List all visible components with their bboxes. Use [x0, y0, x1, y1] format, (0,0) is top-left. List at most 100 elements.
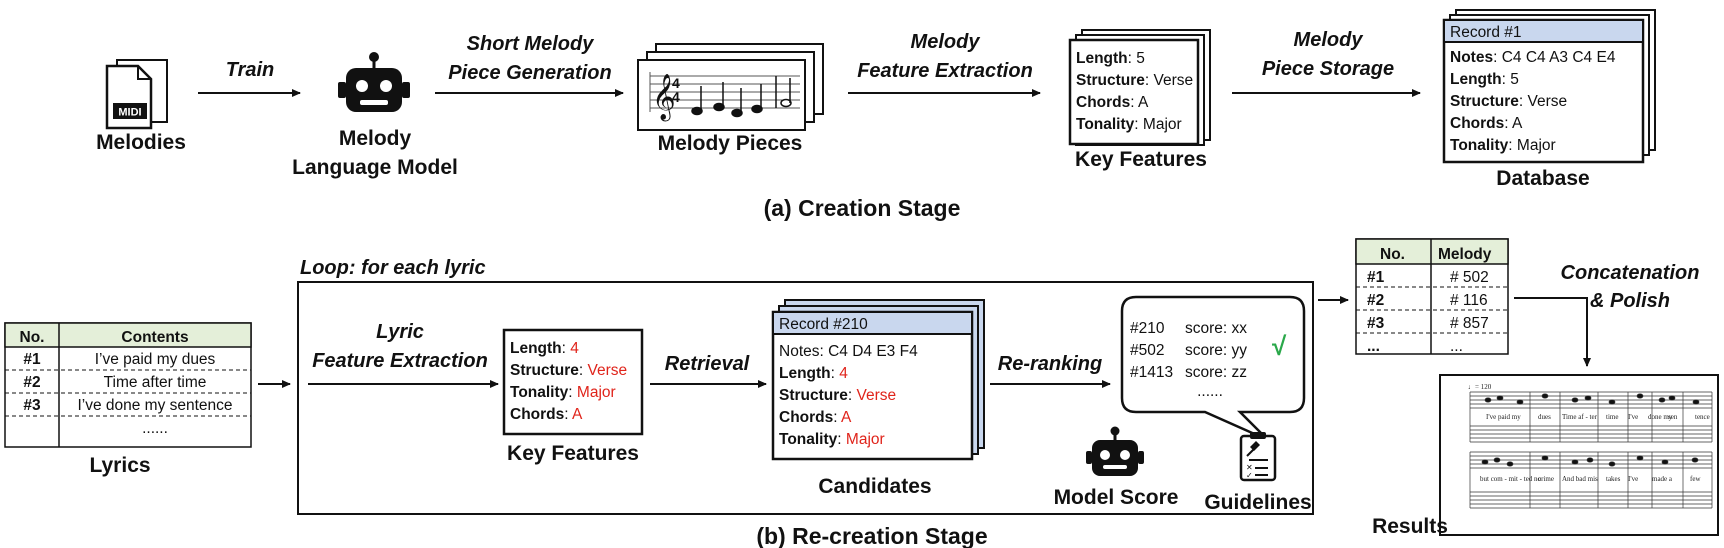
candidate-field-2: Chords: A [779, 409, 852, 426]
candidate-notes: Notes: C4 D4 E3 F4 [779, 343, 918, 360]
concat-label-1: Concatenation [1561, 262, 1700, 284]
check-mark-icon: √ [1272, 331, 1287, 361]
score-lyric-1-5: done my [1648, 413, 1673, 421]
score-note [1608, 399, 1616, 405]
score-note [1481, 459, 1489, 465]
stage-b-caption: (b) Re-creation Stage [756, 523, 987, 548]
lyrics-row-content: ...... [142, 420, 168, 437]
result-row-no: #2 [1367, 292, 1384, 309]
result-row-melody: # 116 [1450, 292, 1488, 309]
generation-label-2: Piece Generation [448, 62, 611, 84]
score-note [1691, 457, 1699, 463]
score-lyric-1-3: time [1606, 413, 1618, 421]
lyrics-row-no: #1 [23, 351, 41, 368]
pieces-label: Melody Pieces [658, 132, 803, 155]
lyrics-header-no: No. [20, 329, 45, 346]
score-note [1506, 461, 1514, 467]
score-lyric-1-1: dues [1538, 413, 1551, 421]
score-note [1636, 393, 1644, 399]
score-tempo: ♩= 120 [1468, 383, 1492, 391]
lm-label-1: Melody [339, 127, 412, 150]
score-value-1: score: yy [1185, 342, 1247, 359]
reranking-speech-bubble [1120, 295, 1306, 442]
svg-text:✓: ✓ [1246, 471, 1253, 480]
score-note [1484, 397, 1492, 403]
candidate-field-0: Length: 4 [779, 365, 848, 382]
result-table: No.Melody#1# 502#2# 116#3# 857...... [1355, 238, 1509, 355]
score-note [1636, 455, 1644, 461]
key-feature-a-1: Structure: Verse [1076, 72, 1193, 89]
key-feature-a-0: Length: 5 [1076, 50, 1145, 67]
score-note [1541, 455, 1549, 461]
score-lyric-2-4: I've [1628, 475, 1638, 483]
key-feature-b-0: Length: 4 [510, 340, 579, 357]
score-note [1571, 459, 1579, 465]
results-label: Results [1372, 515, 1448, 538]
key-feature-b-2: Tonality: Major [510, 384, 616, 401]
result-row-melody: ... [1450, 338, 1463, 355]
robot-icon [338, 52, 410, 112]
lyric-extract-label-2: Feature Extraction [312, 350, 488, 372]
score-note [1493, 457, 1501, 463]
score-note [1584, 395, 1592, 401]
score-note [1586, 457, 1594, 463]
midi-text: MIDI [118, 107, 141, 119]
stage-a-caption: (a) Creation Stage [764, 195, 961, 221]
lm-label-2: Language Model [292, 156, 458, 179]
model-score-robot-icon [1086, 426, 1144, 476]
key-features-label-b: Key Features [507, 442, 639, 465]
model-score-label: Model Score [1054, 486, 1179, 509]
record-field-3: Chords: A [1450, 115, 1523, 132]
score-note [1496, 395, 1504, 401]
result-row-melody: # 857 [1450, 315, 1489, 332]
storage-label-2: Piece Storage [1262, 58, 1394, 80]
retrieval-label: Retrieval [665, 353, 750, 375]
loop-box [297, 281, 1314, 515]
guidelines-clipboard-icon: ✕ ✓ [1239, 432, 1277, 482]
record-field-4: Tonality: Major [1450, 137, 1556, 154]
score-value-0: score: xx [1185, 320, 1247, 337]
lyrics-row-content: I’ve paid my dues [95, 351, 216, 368]
key-feature-a-2: Chords: A [1076, 94, 1149, 111]
extract-label-2: Feature Extraction [857, 60, 1033, 82]
candidates-label: Candidates [818, 475, 931, 498]
svg-text:4: 4 [672, 89, 680, 105]
record-field-0: Notes: C4 C4 A3 C4 E4 [1450, 49, 1616, 66]
score-lyric-1-4: I've [1628, 413, 1638, 421]
result-row-no: #1 [1367, 269, 1385, 286]
melodies-label: Melodies [96, 131, 186, 154]
key-features-card-b [502, 328, 644, 436]
generation-label-1: Short Melody [467, 33, 595, 55]
train-label: Train [226, 59, 275, 81]
score-lyric-2-1: crime [1538, 475, 1554, 483]
extract-label-1: Melody [911, 31, 981, 53]
score-lyric-1-7: tence [1695, 413, 1710, 421]
midi-file-icon: MIDI [105, 59, 168, 130]
key-feature-b-1: Structure: Verse [510, 362, 627, 379]
score-note [1692, 399, 1700, 405]
lyrics-row-content: Time after time [104, 374, 207, 391]
score-lyric-2-6: few [1690, 475, 1701, 483]
lyrics-label: Lyrics [89, 454, 150, 477]
treble-clef-icon: 𝄞 [652, 74, 676, 122]
record-field-2: Structure: Verse [1450, 93, 1567, 110]
record-field-1: Length: 5 [1450, 71, 1519, 88]
result-row-no: ... [1367, 338, 1380, 355]
score-note [1668, 395, 1676, 401]
score-id-0: #210 [1130, 320, 1165, 337]
lyrics-row-no: #2 [23, 374, 40, 391]
database-label: Database [1496, 167, 1589, 190]
result-header-no: No. [1380, 246, 1405, 263]
candidate-field-3: Tonality: Major [779, 431, 885, 448]
storage-label-1: Melody [1294, 29, 1364, 51]
key-feature-a-3: Tonality: Major [1076, 116, 1182, 133]
result-header-melody: Melody [1438, 246, 1492, 263]
key-features-label-a: Key Features [1075, 148, 1207, 171]
candidate-record-card: Record #210 Notes: C4 D4 E3 F4 Length: 4… [771, 299, 985, 461]
svg-text:✕: ✕ [1246, 463, 1253, 472]
lyric-extract-label-1: Lyric [376, 321, 424, 343]
